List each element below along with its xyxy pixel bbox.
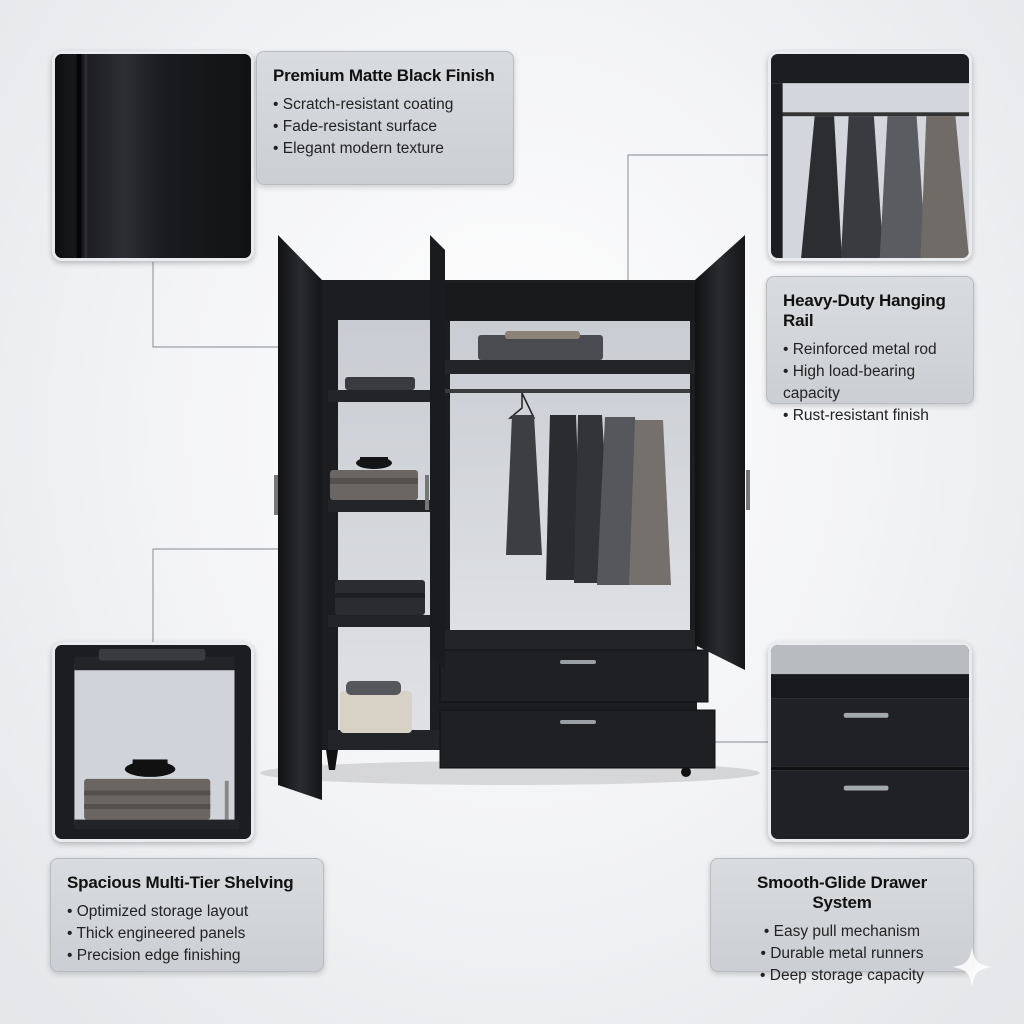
shelf: [328, 730, 448, 750]
sparkle-icon: [952, 947, 992, 987]
rail-closeup-image: [768, 51, 972, 261]
callout-shelving-list: Optimized storage layout Thick engineere…: [67, 901, 307, 967]
storage-basket: [340, 691, 412, 733]
connector-finish: [152, 262, 306, 348]
callout-drawer-title: Smooth-Glide Drawer System: [756, 873, 927, 912]
list-item: High load-bearing capacity: [783, 361, 957, 405]
shelving-closeup-image: [52, 642, 254, 842]
callout-shelving-title: Spacious Multi-Tier Shelving: [67, 873, 294, 892]
upper-drawer: [439, 649, 709, 703]
list-item: Thick engineered panels: [67, 923, 307, 945]
callout-drawer-list: Easy pull mechanism Durable metal runner…: [727, 921, 957, 987]
callout-finish: Premium Matte Black Finish Scratch-resis…: [256, 51, 514, 185]
callout-finish-list: Scratch-resistant coating Fade-resistant…: [273, 94, 497, 160]
list-item: Deep storage capacity: [727, 965, 957, 987]
callout-rail-list: Reinforced metal rod High load-bearing c…: [783, 339, 957, 427]
hanging-rail: [445, 389, 690, 393]
drawer-handle: [560, 720, 596, 724]
list-item: Scratch-resistant coating: [273, 94, 497, 116]
finish-closeup-image: [52, 51, 254, 261]
list-item: Optimized storage layout: [67, 901, 307, 923]
shelf: [328, 615, 433, 627]
drawer-handle: [560, 660, 596, 664]
wardrobe-illustration: [260, 235, 760, 800]
drawer-closeup-image: [768, 642, 972, 842]
middle-door: [430, 235, 445, 670]
lower-drawer: [439, 709, 716, 769]
left-door: [278, 235, 322, 800]
callout-shelving: Spacious Multi-Tier Shelving Optimized s…: [50, 858, 324, 972]
list-item: Durable metal runners: [727, 943, 957, 965]
shelf: [328, 390, 433, 402]
shelf: [328, 500, 433, 512]
upper-shelf: [445, 360, 695, 374]
callout-rail: Heavy-Duty Hanging Rail Reinforced metal…: [766, 276, 974, 424]
list-item: Precision edge finishing: [67, 945, 307, 967]
callout-finish-title: Premium Matte Black Finish: [273, 66, 495, 85]
list-item: Elegant modern texture: [273, 138, 497, 160]
list-item: Easy pull mechanism: [727, 921, 957, 943]
list-item: Reinforced metal rod: [783, 339, 957, 361]
callout-drawer: Smooth-Glide Drawer System Easy pull mec…: [710, 858, 974, 984]
callout-rail-title: Heavy-Duty Hanging Rail: [783, 291, 946, 330]
list-item: Fade-resistant surface: [273, 116, 497, 138]
hanging-coats: [506, 392, 671, 585]
right-door: [695, 235, 745, 670]
list-item: Rust-resistant finish: [783, 405, 957, 427]
